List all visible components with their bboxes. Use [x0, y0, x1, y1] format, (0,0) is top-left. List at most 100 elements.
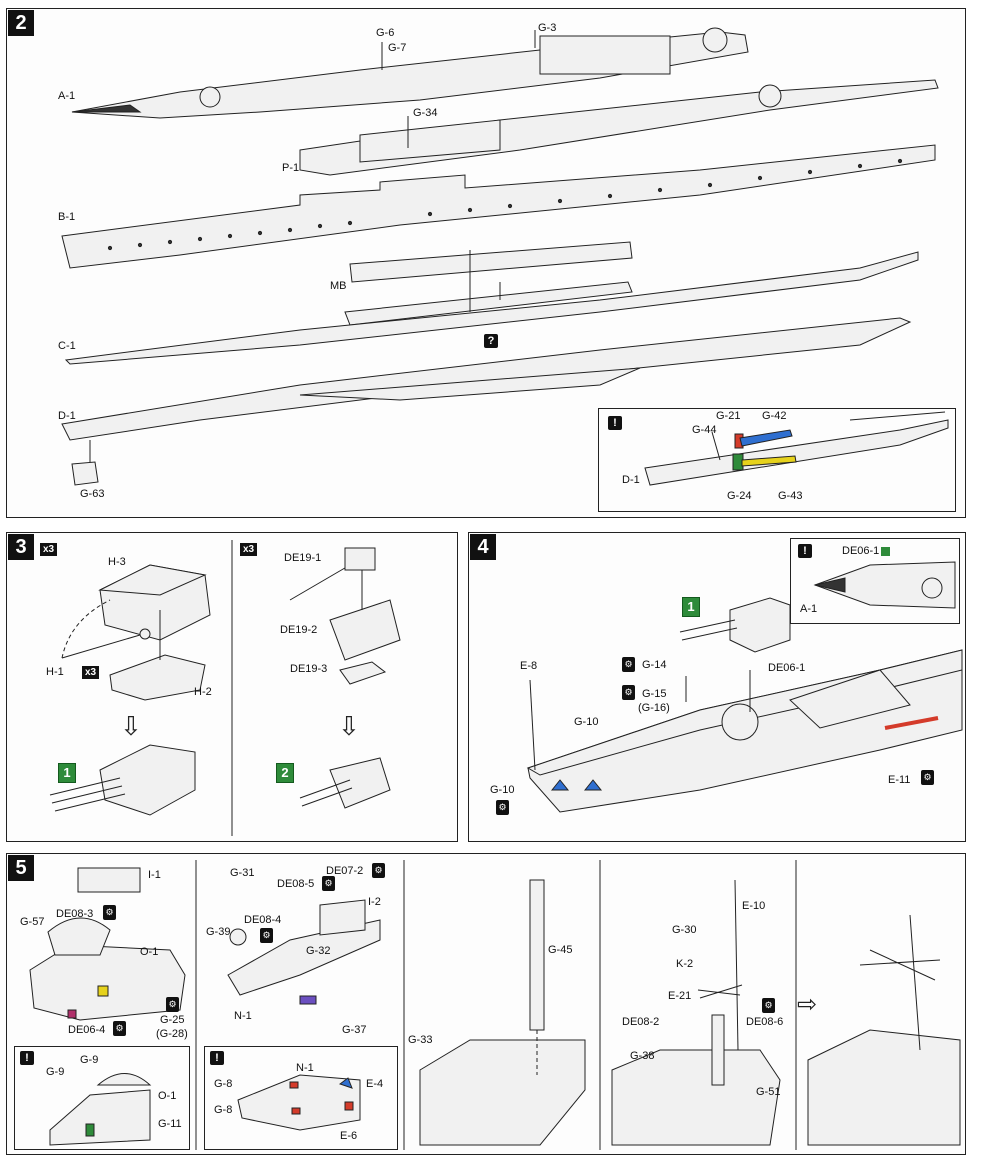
label-n1b: N-1	[296, 1062, 314, 1074]
green-color-swatch	[881, 546, 891, 556]
label-g37: G-37	[342, 1024, 367, 1036]
part-g63	[71, 461, 99, 486]
part-mb	[349, 241, 633, 283]
turret-ring-p1	[758, 84, 782, 108]
label-e4: E-4	[366, 1078, 384, 1090]
gear-icon-de08-3: ⚙	[103, 905, 116, 920]
h1-multiplier: x3	[82, 666, 100, 679]
label-g9a: G-9	[46, 1066, 65, 1078]
gear-icon-g10: ⚙	[496, 800, 509, 815]
base-de19-2	[329, 599, 401, 661]
label-n1: N-1	[234, 1010, 252, 1022]
label-g31: G-31	[230, 867, 255, 879]
label-s4-de06-1-note: DE06-1	[842, 545, 891, 557]
step-4-badge-1: 1	[682, 597, 700, 617]
label-g39: G-39	[206, 926, 231, 938]
label-de08-2: DE08-2	[622, 1016, 660, 1028]
label-h2: H-2	[194, 686, 212, 698]
svg-text:⇩: ⇩	[120, 712, 142, 742]
label-mb: MB	[330, 280, 347, 292]
gear-icon-de06-4: ⚙	[113, 1021, 126, 1036]
label-g3: G-3	[538, 22, 557, 34]
label-s4-a1: A-1	[800, 603, 818, 615]
question-icon: ?	[484, 334, 498, 348]
label-o1b: O-1	[158, 1090, 177, 1102]
label-g25: G-25	[160, 1014, 185, 1026]
exclamation-icon: !	[608, 416, 622, 430]
turret-assembled-2	[329, 757, 391, 809]
part-mb-frame	[344, 281, 633, 326]
label-de08-5: DE08-5	[277, 878, 315, 890]
label-de19-1: DE19-1	[284, 552, 322, 564]
result-badge-2: 2	[276, 763, 294, 783]
label-i1: I-1	[148, 869, 161, 881]
label-de08-6: DE08-6	[746, 1016, 784, 1028]
base-de19-3	[339, 661, 387, 685]
turret-assembled-1	[99, 744, 196, 816]
label-k2: K-2	[676, 958, 694, 970]
label-a1: A-1	[58, 90, 76, 102]
hull-d1	[61, 317, 912, 441]
label-g16: (G-16)	[638, 702, 670, 714]
label-g9b: G-9	[80, 1054, 99, 1066]
label-h3: H-3	[108, 556, 126, 568]
gear-icon-g15: ⚙	[622, 685, 635, 700]
keel-d1	[299, 367, 641, 401]
hull-c1	[64, 251, 919, 365]
label-e10: E-10	[742, 900, 766, 912]
deck-p1-top	[359, 119, 501, 163]
label-de08-4: DE08-4	[244, 914, 282, 926]
label-e6: E-6	[340, 1130, 358, 1142]
label-de06-4: DE06-4	[68, 1024, 106, 1036]
label-g32: G-32	[306, 945, 331, 957]
gear-icon-de08-5: ⚙	[322, 876, 335, 891]
label-g15: G-15	[642, 688, 667, 700]
label-g21: G-21	[716, 410, 741, 422]
label-h1: H-1	[46, 666, 64, 678]
result-badge-1: 1	[58, 763, 76, 783]
label-i2: I-2	[368, 896, 381, 908]
label-g33: G-33	[408, 1034, 433, 1046]
step-2-number: 2	[8, 10, 34, 36]
step-4-number: 4	[470, 534, 496, 560]
label-b1: B-1	[58, 211, 76, 223]
label-de19-3: DE19-3	[290, 663, 328, 675]
label-g42: G-42	[762, 410, 787, 422]
gear-icon-g25: ⚙	[166, 997, 179, 1012]
gear-icon-g14: ⚙	[622, 657, 635, 672]
gear-icon-de08-6: ⚙	[762, 998, 775, 1013]
label-g8a: G-8	[214, 1078, 233, 1090]
label-g10b: G-10	[490, 784, 515, 796]
label-e8: E-8	[520, 660, 538, 672]
label-de06-1: DE06-1	[768, 662, 806, 674]
step-3-number: 3	[8, 534, 34, 560]
label-e21: E-21	[668, 990, 692, 1002]
gear-icon-de08-4: ⚙	[260, 928, 273, 943]
label-g34: G-34	[413, 107, 438, 119]
svg-text:⇩: ⇩	[338, 712, 360, 742]
label-g30: G-30	[672, 924, 697, 936]
step-3-right-multiplier: x3	[240, 543, 258, 556]
label-de07-2: DE07-2	[326, 865, 364, 877]
step-3-left-multiplier: x3	[40, 543, 58, 556]
gear-icon-de07-2: ⚙	[372, 863, 385, 878]
label-g11: G-11	[158, 1118, 182, 1130]
label-g14: G-14	[642, 659, 667, 671]
label-d1: D-1	[58, 410, 76, 422]
label-g57: G-57	[20, 916, 45, 928]
label-g43: G-43	[778, 490, 803, 502]
label-g7: G-7	[388, 42, 407, 54]
label-de19-2: DE19-2	[280, 624, 318, 636]
label-g8b: G-8	[214, 1104, 233, 1116]
step-5-number: 5	[8, 855, 34, 881]
label-p1: P-1	[282, 162, 300, 174]
turret-ring-a1-fwd	[199, 86, 221, 108]
label-g28: (G-28)	[156, 1028, 188, 1040]
exclamation-icon-5b: !	[210, 1051, 224, 1065]
label-g45: G-45	[548, 944, 573, 956]
label-g63: G-63	[80, 488, 105, 500]
